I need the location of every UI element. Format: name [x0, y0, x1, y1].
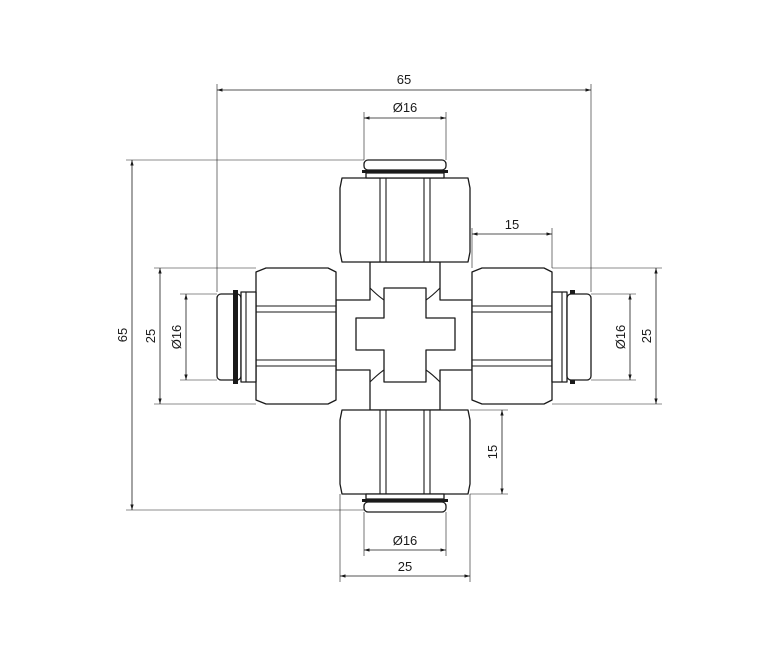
nut-length-label: 15: [505, 217, 519, 232]
dim-nut-length: 15: [471, 217, 553, 268]
left-nut-height-label: 25: [143, 329, 158, 343]
dim-bottom-nut-length: 15: [470, 409, 508, 495]
left-diameter-label: Ø16: [169, 325, 184, 350]
top-outlet: [362, 159, 448, 179]
dim-right-nut-height: 25: [552, 267, 662, 405]
overall-width-label: 65: [397, 72, 411, 87]
fitting-body: [335, 261, 473, 411]
bottom-diameter-label: Ø16: [393, 533, 418, 548]
left-nut: [255, 267, 337, 405]
bottom-nut-width-label: 25: [398, 559, 412, 574]
bottom-nut-length-label: 15: [485, 445, 500, 459]
dim-left-diameter: Ø16: [169, 293, 217, 381]
left-outlet: [216, 290, 257, 384]
top-diameter-label: Ø16: [393, 100, 418, 115]
bottom-outlet: [362, 493, 448, 513]
dim-left-nut-height: 25: [143, 267, 256, 405]
dim-top-diameter: Ø16: [363, 100, 447, 160]
overall-height-label: 65: [115, 328, 130, 342]
dim-bottom-diameter: Ø16: [363, 512, 447, 556]
dim-right-diameter: Ø16: [591, 293, 636, 381]
top-nut: [339, 177, 471, 263]
right-diameter-label: Ø16: [613, 325, 628, 350]
right-nut-height-label: 25: [639, 329, 654, 343]
bottom-nut: [339, 409, 471, 495]
dim-bottom-nut-width: 25: [339, 494, 471, 582]
right-outlet: [551, 290, 592, 384]
dim-overall-height: 65: [115, 159, 364, 511]
dim-overall-width: 65: [216, 72, 592, 292]
right-nut: [471, 267, 553, 405]
